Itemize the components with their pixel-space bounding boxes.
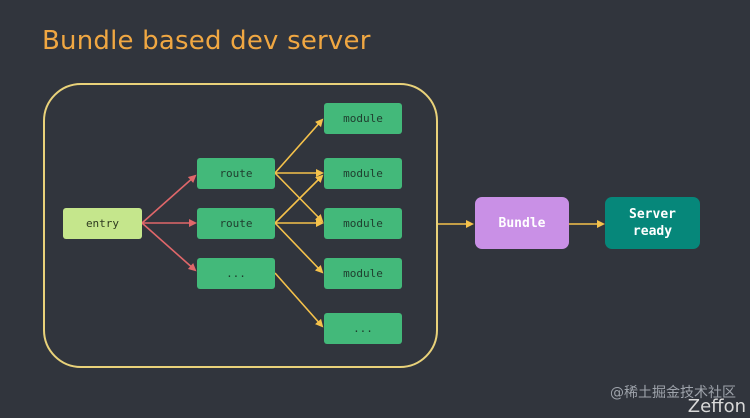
node-module-3: module bbox=[324, 208, 402, 239]
watermark-text: @稀土掘金技术社区 bbox=[610, 385, 736, 401]
node-route-1: route bbox=[197, 158, 275, 189]
arrow-route1-module-1 bbox=[274, 118, 324, 174]
arrow-route1-module-3 bbox=[274, 172, 324, 223]
node-module-5: ... bbox=[324, 313, 402, 344]
server-line-2: ready bbox=[632, 224, 673, 239]
node-entry: entry bbox=[63, 208, 142, 239]
arrow-route2-module-4 bbox=[274, 222, 324, 274]
server-line-1: Server bbox=[629, 207, 676, 222]
arrow-entry-route-3 bbox=[141, 222, 197, 272]
node-module-4: module bbox=[324, 258, 402, 289]
bundle-frame bbox=[43, 83, 438, 368]
arrow-entry-route-1 bbox=[141, 174, 197, 224]
node-module-1: module bbox=[324, 103, 402, 134]
brand-text: Zeffon bbox=[687, 396, 746, 417]
arrow-route3-module-5 bbox=[274, 272, 324, 328]
node-route-2: route bbox=[197, 208, 275, 239]
node-route-3: ... bbox=[197, 258, 275, 289]
page-title: Bundle based dev server bbox=[42, 26, 371, 56]
node-server-ready: Server ready bbox=[605, 197, 700, 249]
node-bundle: Bundle bbox=[475, 197, 569, 249]
arrow-route2-module-2 bbox=[274, 174, 324, 224]
node-module-2: module bbox=[324, 158, 402, 189]
